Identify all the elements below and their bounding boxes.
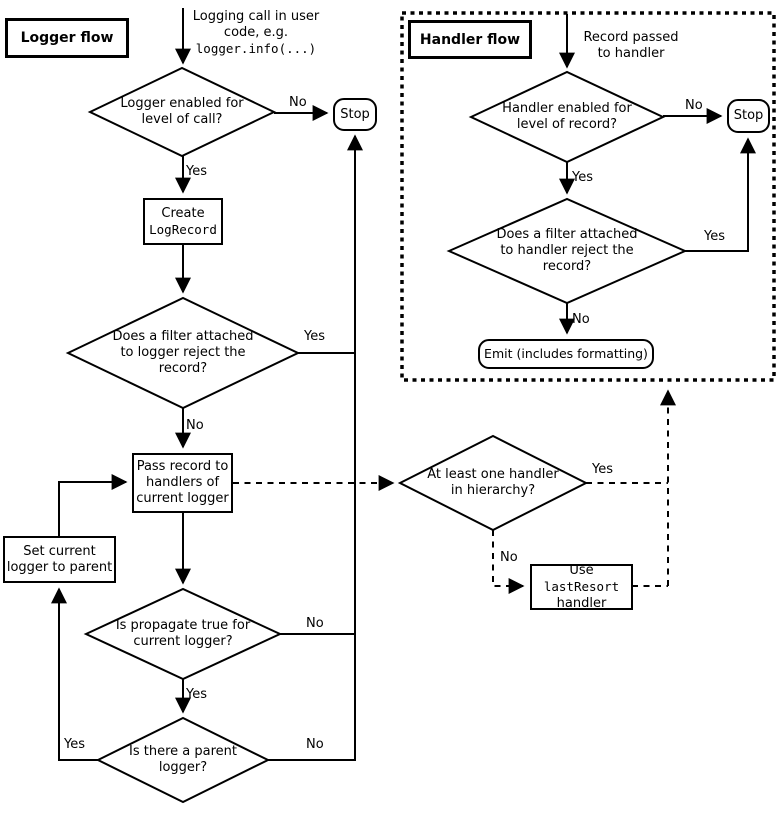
logger-flow-title-box: Logger flow (5, 18, 129, 58)
edge-d4-no-up-to-stop (268, 134, 363, 761)
logrecord-code: LogRecord (149, 221, 217, 237)
note-line: Logging call in user (192, 9, 320, 24)
decision-propagate-shape (83, 587, 283, 681)
pass-record-box: Pass record to handlers of current logge… (132, 453, 233, 513)
box-line: handlers of (145, 475, 220, 490)
lastresort-pre: Use (569, 562, 594, 578)
decision-handler-filter-shape (446, 197, 688, 305)
edge-label-d3-yes: Yes (186, 687, 207, 702)
box-line: current logger (136, 491, 229, 506)
edge-label-d4-no: No (306, 737, 324, 752)
handler-flow-container-border (400, 11, 776, 382)
use-lastresort-box: Use lastResort handler (530, 563, 633, 611)
lastresort-code: lastResort (543, 578, 620, 594)
edge-d4-yes-to-setparent (51, 587, 98, 761)
note-line: Record passed (583, 30, 679, 45)
box-line: Create (161, 205, 205, 221)
logger-stop-terminal: Stop (333, 98, 377, 131)
create-logrecord-box: Create LogRecord (143, 198, 223, 245)
edge-label-d4-yes: Yes (64, 737, 85, 752)
emit-terminal: Emit (includes formatting) (478, 339, 654, 369)
logger-flow-title: Logger flow (20, 30, 114, 46)
note-line: to handler (597, 46, 665, 61)
handler-flow-title-box: Handler flow (408, 20, 532, 59)
decision-handler-enabled-shape (468, 70, 666, 164)
handler-start-note: Record passed to handler (578, 30, 684, 62)
edge-label-d3-no: No (306, 616, 324, 631)
stop-label: Stop (733, 108, 764, 123)
decision-logger-enabled-shape (87, 66, 277, 158)
box-line: Set current (23, 543, 96, 559)
decision-parent-logger-shape (95, 716, 271, 804)
edge-label-d1-no: No (289, 95, 307, 110)
edge-label-h3-yes: Yes (592, 462, 613, 477)
edge-label-d2-no: No (186, 418, 204, 433)
edge-label-h3-no: No (500, 550, 518, 565)
edge-h2-yes-up-to-stop (685, 137, 756, 252)
edge-label-d2-yes: Yes (304, 329, 325, 344)
stop-label: Stop (340, 106, 370, 122)
emit-label: Emit (includes formatting) (484, 346, 648, 361)
logger-start-note: Logging call in user code, e.g. logger.i… (185, 9, 327, 57)
edge-label-h1-yes: Yes (572, 170, 593, 185)
edge-label-d1-yes: Yes (186, 164, 207, 179)
box-line: Pass record to (136, 459, 229, 474)
handler-flow-title: Handler flow (419, 31, 521, 48)
edge-label-h2-no: No (572, 312, 590, 327)
set-current-logger-box: Set current logger to parent (3, 536, 116, 583)
edge-label-h2-yes: Yes (704, 229, 725, 244)
box-line: logger to parent (6, 559, 113, 575)
box-line: handler (556, 595, 607, 611)
decision-handler-in-hierarchy-shape (397, 434, 589, 532)
note-line: code, e.g. (223, 25, 289, 40)
handler-stop-terminal: Stop (727, 99, 770, 133)
logger-start-code: logger.info(...) (195, 41, 317, 56)
decision-logger-filter-shape (65, 296, 301, 410)
edge-setparent-to-pass (58, 474, 128, 536)
box-line: Use lastResort (532, 563, 631, 596)
edge-label-h1-no: No (685, 98, 703, 113)
